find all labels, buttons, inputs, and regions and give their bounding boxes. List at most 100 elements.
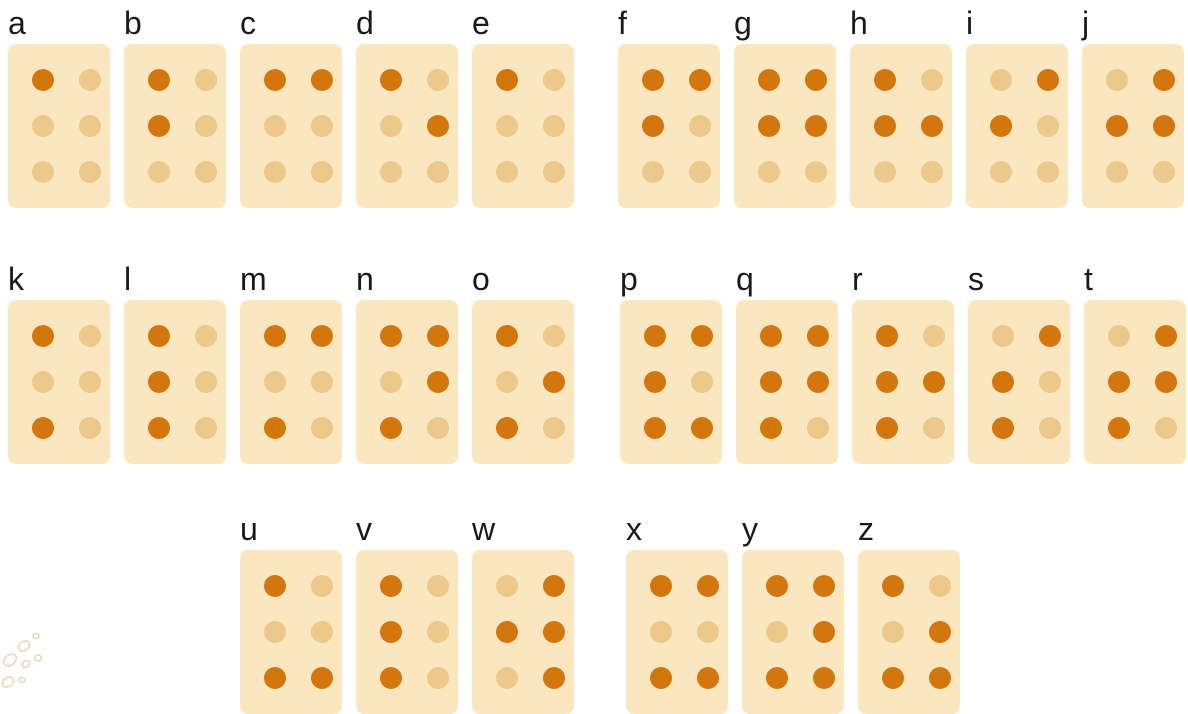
- flat-dot: [543, 161, 565, 183]
- raised-dot: [923, 371, 945, 393]
- raised-dot: [543, 371, 565, 393]
- braille-card: [742, 550, 844, 714]
- raised-dot: [264, 325, 286, 347]
- flat-dot: [427, 417, 449, 439]
- braille-card: [472, 550, 574, 714]
- braille-card: [1084, 300, 1186, 464]
- raised-dot: [758, 115, 780, 137]
- flat-dot: [195, 69, 217, 91]
- braille-card: [356, 44, 458, 208]
- flat-dot: [992, 325, 1014, 347]
- raised-dot: [689, 69, 711, 91]
- raised-dot: [264, 667, 286, 689]
- flat-dot: [990, 161, 1012, 183]
- flat-dot: [766, 621, 788, 643]
- flat-dot: [32, 161, 54, 183]
- raised-dot: [882, 575, 904, 597]
- raised-dot: [760, 371, 782, 393]
- braille-card: [356, 550, 458, 714]
- flat-dot: [427, 69, 449, 91]
- flat-dot: [311, 621, 333, 643]
- raised-dot: [543, 575, 565, 597]
- raised-dot: [697, 575, 719, 597]
- flat-dot: [311, 575, 333, 597]
- raised-dot: [813, 575, 835, 597]
- raised-dot: [496, 325, 518, 347]
- flat-dot: [380, 115, 402, 137]
- raised-dot: [882, 667, 904, 689]
- raised-dot: [264, 575, 286, 597]
- raised-dot: [990, 115, 1012, 137]
- flat-dot: [921, 161, 943, 183]
- raised-dot: [311, 69, 333, 91]
- raised-dot: [148, 371, 170, 393]
- raised-dot: [813, 621, 835, 643]
- flat-dot: [691, 371, 713, 393]
- raised-dot: [1153, 115, 1175, 137]
- flat-dot: [689, 115, 711, 137]
- raised-dot: [1108, 371, 1130, 393]
- flat-dot: [32, 115, 54, 137]
- flat-dot: [496, 115, 518, 137]
- braille-card: [8, 300, 110, 464]
- flat-dot: [79, 161, 101, 183]
- raised-dot: [766, 667, 788, 689]
- flat-dot: [311, 115, 333, 137]
- flat-dot: [697, 621, 719, 643]
- flat-dot: [650, 621, 672, 643]
- raised-dot: [380, 575, 402, 597]
- raised-dot: [32, 325, 54, 347]
- raised-dot: [874, 69, 896, 91]
- raised-dot: [992, 417, 1014, 439]
- raised-dot: [644, 371, 666, 393]
- flat-dot: [496, 371, 518, 393]
- flat-dot: [195, 371, 217, 393]
- raised-dot: [1039, 325, 1061, 347]
- flat-dot: [807, 417, 829, 439]
- flat-dot: [921, 69, 943, 91]
- raised-dot: [805, 69, 827, 91]
- flat-dot: [990, 69, 1012, 91]
- flat-dot: [543, 115, 565, 137]
- flat-dot: [79, 325, 101, 347]
- flat-dot: [1106, 69, 1128, 91]
- flat-dot: [32, 371, 54, 393]
- raised-dot: [32, 69, 54, 91]
- raised-dot: [644, 325, 666, 347]
- flat-dot: [79, 115, 101, 137]
- flat-dot: [1106, 161, 1128, 183]
- braille-card: [240, 550, 342, 714]
- raised-dot: [1153, 69, 1175, 91]
- raised-dot: [543, 621, 565, 643]
- raised-dot: [691, 325, 713, 347]
- braille-card: [968, 300, 1070, 464]
- raised-dot: [1155, 371, 1177, 393]
- flat-dot: [264, 161, 286, 183]
- raised-dot: [148, 417, 170, 439]
- raised-dot: [650, 667, 672, 689]
- flat-dot: [543, 325, 565, 347]
- raised-dot: [1037, 69, 1059, 91]
- raised-dot: [380, 417, 402, 439]
- flat-dot: [79, 417, 101, 439]
- raised-dot: [496, 417, 518, 439]
- raised-dot: [876, 417, 898, 439]
- braille-card: [620, 300, 722, 464]
- raised-dot: [1108, 417, 1130, 439]
- raised-dot: [807, 371, 829, 393]
- braille-card: [472, 300, 574, 464]
- raised-dot: [760, 325, 782, 347]
- flat-dot: [264, 621, 286, 643]
- raised-dot: [264, 417, 286, 439]
- flat-dot: [689, 161, 711, 183]
- braille-card: [734, 44, 836, 208]
- braille-card: [618, 44, 720, 208]
- flat-dot: [923, 325, 945, 347]
- flat-dot: [1039, 417, 1061, 439]
- raised-dot: [766, 575, 788, 597]
- raised-dot: [876, 371, 898, 393]
- braille-card: [1082, 44, 1184, 208]
- flat-dot: [195, 115, 217, 137]
- flat-dot: [79, 371, 101, 393]
